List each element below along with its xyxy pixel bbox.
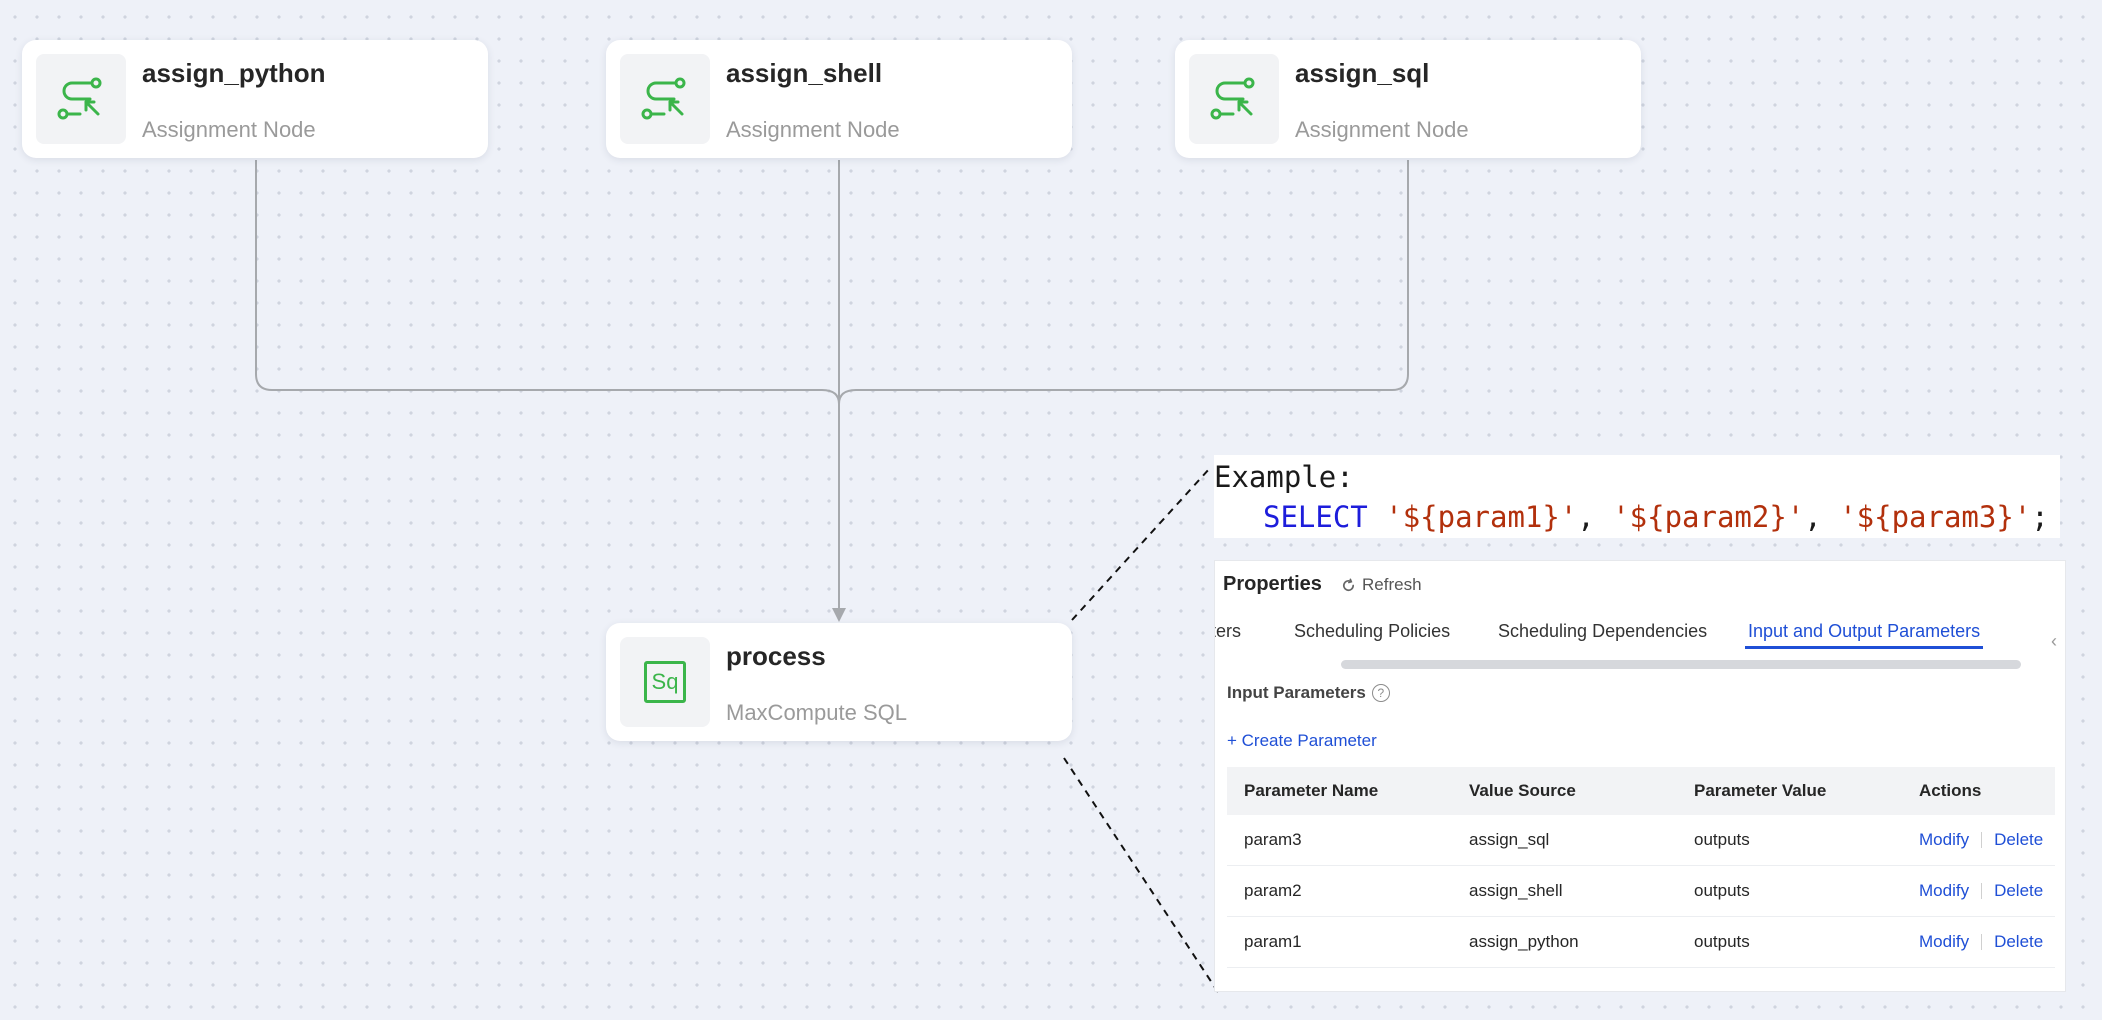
node-assign-shell[interactable]: assign_shell Assignment Node — [606, 40, 1072, 158]
refresh-label: Refresh — [1362, 575, 1422, 594]
node-type: Assignment Node — [142, 117, 316, 142]
input-parameters-table: Parameter Name Value Source Parameter Va… — [1227, 767, 2055, 968]
node-title: assign_sql — [1295, 58, 1430, 88]
param-name: param3 — [1244, 830, 1302, 849]
tab-input-output-parameters[interactable]: Input and Output Parameters — [1745, 621, 1984, 649]
edge-assign-python — [255, 160, 840, 405]
delete-link[interactable]: Delete — [1994, 881, 2044, 900]
sql-arg: '${param2}' — [1612, 500, 1805, 534]
param-name: param1 — [1244, 932, 1302, 951]
zoom-guide-top — [1071, 467, 1211, 621]
chevron-left-icon[interactable]: ‹ — [2051, 631, 2057, 651]
node-assign-sql[interactable]: assign_sql Assignment Node — [1175, 40, 1641, 158]
tab-parameters[interactable]: ters — [1215, 621, 1242, 641]
sql-separator: , — [1804, 500, 1840, 534]
node-assign-python[interactable]: assign_python Assignment Node — [22, 40, 488, 158]
refresh-icon — [1343, 578, 1355, 591]
column-header: Actions — [1919, 781, 1982, 800]
tab-scheduling-policies[interactable]: Scheduling Policies — [1294, 621, 1451, 641]
tabs-scrollbar[interactable] — [1341, 660, 2021, 669]
zoom-guide-bottom — [1063, 757, 1219, 993]
create-parameter-label: Create Parameter — [1241, 731, 1377, 750]
example-sql: SELECT '${param1}', '${param2}', '${para… — [1263, 500, 2049, 534]
node-process[interactable]: Sq process MaxCompute SQL — [606, 623, 1072, 741]
node-title: process — [726, 641, 826, 671]
sql-separator: , — [1577, 500, 1613, 534]
node-type: Assignment Node — [1295, 117, 1469, 142]
sql-icon: Sq — [620, 637, 710, 727]
properties-panel: Properties Refresh ters Scheduling Polic… — [1214, 560, 2066, 992]
param-source: assign_sql — [1469, 830, 1550, 849]
node-type: MaxCompute SQL — [726, 700, 907, 725]
modify-link[interactable]: Modify — [1919, 881, 1970, 900]
row-actions: Modify Delete — [1919, 815, 2055, 865]
node-title: assign_python — [142, 58, 326, 88]
modify-link[interactable]: Modify — [1919, 830, 1970, 849]
edge-arrowhead — [832, 608, 846, 622]
row-actions: Modify Delete — [1919, 866, 2055, 916]
table-row: param3 assign_sql outputs Modify Delete — [1227, 815, 2055, 866]
param-value: outputs — [1694, 932, 1750, 951]
column-header: Parameter Value — [1694, 781, 1827, 800]
param-source: assign_python — [1469, 932, 1579, 951]
sql-icon-box: Sq — [644, 661, 686, 703]
help-icon[interactable]: ? — [1371, 684, 1390, 702]
param-value: outputs — [1694, 830, 1750, 849]
node-title: assign_shell — [726, 58, 883, 88]
create-parameter-button[interactable]: + Create Parameter — [1227, 731, 1377, 751]
assignment-icon — [620, 54, 710, 144]
divider — [1981, 883, 1983, 899]
example-code-callout: Example: SELECT '${param1}', '${param2}'… — [1214, 455, 2060, 538]
edge-assign-sql — [838, 160, 1409, 405]
param-name: param2 — [1244, 881, 1302, 900]
assignment-icon — [36, 54, 126, 144]
example-label: Example: — [1214, 460, 1354, 494]
properties-tabs: ters Scheduling Policies Scheduling Depe… — [1215, 621, 2067, 661]
modify-link[interactable]: Modify — [1919, 932, 1970, 951]
sql-terminator: ; — [2031, 500, 2049, 534]
table-row: param2 assign_shell outputs Modify Delete — [1227, 866, 2055, 917]
node-type: Assignment Node — [726, 117, 900, 142]
tab-scheduling-dependencies[interactable]: Scheduling Dependencies — [1498, 621, 1708, 641]
divider — [1981, 934, 1983, 950]
param-value: outputs — [1694, 881, 1750, 900]
refresh-button[interactable]: Refresh — [1341, 575, 1422, 595]
properties-title: Properties — [1223, 573, 1322, 595]
table-row: param1 assign_python outputs Modify Delet… — [1227, 917, 2055, 968]
input-parameters-title: Input Parameters — [1227, 683, 1366, 702]
delete-link[interactable]: Delete — [1994, 830, 2044, 849]
column-header: Value Source — [1469, 781, 1576, 800]
column-header: Parameter Name — [1244, 781, 1379, 800]
divider — [1981, 832, 1983, 848]
sql-arg: '${param1}' — [1385, 500, 1578, 534]
plus-icon: + — [1227, 731, 1242, 750]
param-source: assign_shell — [1469, 881, 1563, 900]
delete-link[interactable]: Delete — [1994, 932, 2044, 951]
row-actions: Modify Delete — [1919, 917, 2055, 967]
sql-keyword: SELECT — [1263, 500, 1368, 534]
input-parameters-heading: Input Parameters ? — [1227, 683, 1390, 703]
table-header: Parameter Name Value Source Parameter Va… — [1227, 767, 2055, 815]
assignment-icon — [1189, 54, 1279, 144]
sql-arg: '${param3}' — [1839, 500, 2032, 534]
